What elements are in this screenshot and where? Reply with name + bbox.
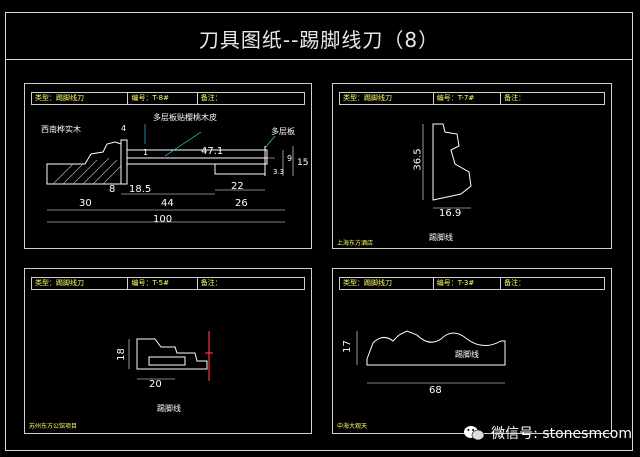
watermark-text: 微信号: stonesmcom	[491, 426, 632, 442]
header-type: 类型：踢脚线刀	[32, 278, 129, 289]
profile-drawing-4	[356, 330, 506, 384]
header-code: 编号：T-8#	[128, 93, 198, 104]
page-title: 刀具图纸--踢脚线刀（8）	[198, 28, 440, 52]
dim-47: 47.1	[201, 146, 224, 157]
header-note: 备注：	[200, 94, 222, 102]
dim-68: 68	[429, 385, 442, 396]
dim-26: 26	[235, 198, 248, 209]
dim-15: 15	[297, 158, 309, 168]
dim-9: 9	[287, 154, 293, 163]
header-code: 编号：T-3#	[434, 278, 502, 289]
sheet-3-header: 类型：踢脚线刀 编号：T-5# 备注：	[31, 277, 305, 290]
sheet-2: 类型：踢脚线刀 编号：T-7# 备注： 36.5 16.9 踢脚线 上海东方酒店	[332, 83, 612, 249]
dim-18: 18	[115, 348, 127, 361]
header-type: 类型：踢脚线刀	[340, 278, 434, 289]
watermark: 微信号: stonesmcom	[463, 423, 632, 443]
dim-18-5: 18.5	[129, 184, 152, 195]
dim-20: 20	[149, 379, 162, 390]
dim-33: 3.3	[273, 168, 285, 176]
dim-4: 4	[121, 124, 127, 133]
header-type: 类型：踢脚线刀	[340, 93, 434, 104]
header-note: 备注：	[200, 279, 222, 287]
sheet-1: 类型：踢脚线刀 编号：T-8# 备注： 西南桦实木 多层板贴樱桃木皮 多层板 4	[24, 83, 312, 249]
sheet-3: 类型：踢脚线刀 编号：T-5# 备注： 18 20 踢脚线 苏州东方公馆项目	[24, 268, 312, 434]
sheet-4-header: 类型：踢脚线刀 编号：T-3# 备注：	[339, 277, 605, 290]
footer-note: 上海东方酒店	[337, 240, 374, 247]
dim-44: 44	[161, 198, 174, 209]
drawing-frame	[5, 12, 633, 451]
caption: 踢脚线	[455, 350, 479, 359]
header-code: 编号：T-5#	[128, 278, 198, 289]
caption: 踢脚线	[157, 404, 181, 413]
footer-note: 中海大观天	[337, 423, 368, 430]
footer-note: 苏州东方公馆项目	[29, 423, 78, 430]
dim-100: 100	[153, 214, 173, 225]
dim-17: 17	[341, 340, 353, 353]
header-note: 备注：	[504, 94, 526, 102]
dim-16-9: 16.9	[439, 208, 462, 219]
sheet-4: 类型：踢脚线刀 编号：T-3# 备注： 17 68 踢脚线 中海大观天	[332, 268, 612, 434]
dim-30: 30	[79, 198, 92, 209]
title-bar: 刀具图纸--踢脚线刀（8）	[5, 12, 633, 60]
profile-drawing-2	[422, 123, 472, 209]
header-code: 编号：T-7#	[434, 93, 502, 104]
sheet-1-header: 类型：踢脚线刀 编号：T-8# 备注：	[31, 92, 305, 105]
dim-1: 1	[143, 148, 149, 157]
dim-8: 8	[109, 184, 116, 195]
wechat-icon	[463, 424, 485, 442]
label-wood: 西南桦实木	[41, 125, 81, 134]
dim-36-5: 36.5	[412, 148, 424, 171]
sheet-2-header: 类型：踢脚线刀 编号：T-7# 备注：	[339, 92, 605, 105]
label-layer-right: 多层板	[271, 127, 295, 136]
profile-drawing-1	[46, 124, 294, 223]
dim-22: 22	[231, 181, 244, 192]
profile-drawing-3	[128, 331, 213, 381]
header-type: 类型：踢脚线刀	[32, 93, 129, 104]
caption: 踢脚线	[429, 233, 453, 242]
label-layer-top: 多层板贴樱桃木皮	[153, 113, 217, 122]
header-note: 备注：	[504, 279, 526, 287]
